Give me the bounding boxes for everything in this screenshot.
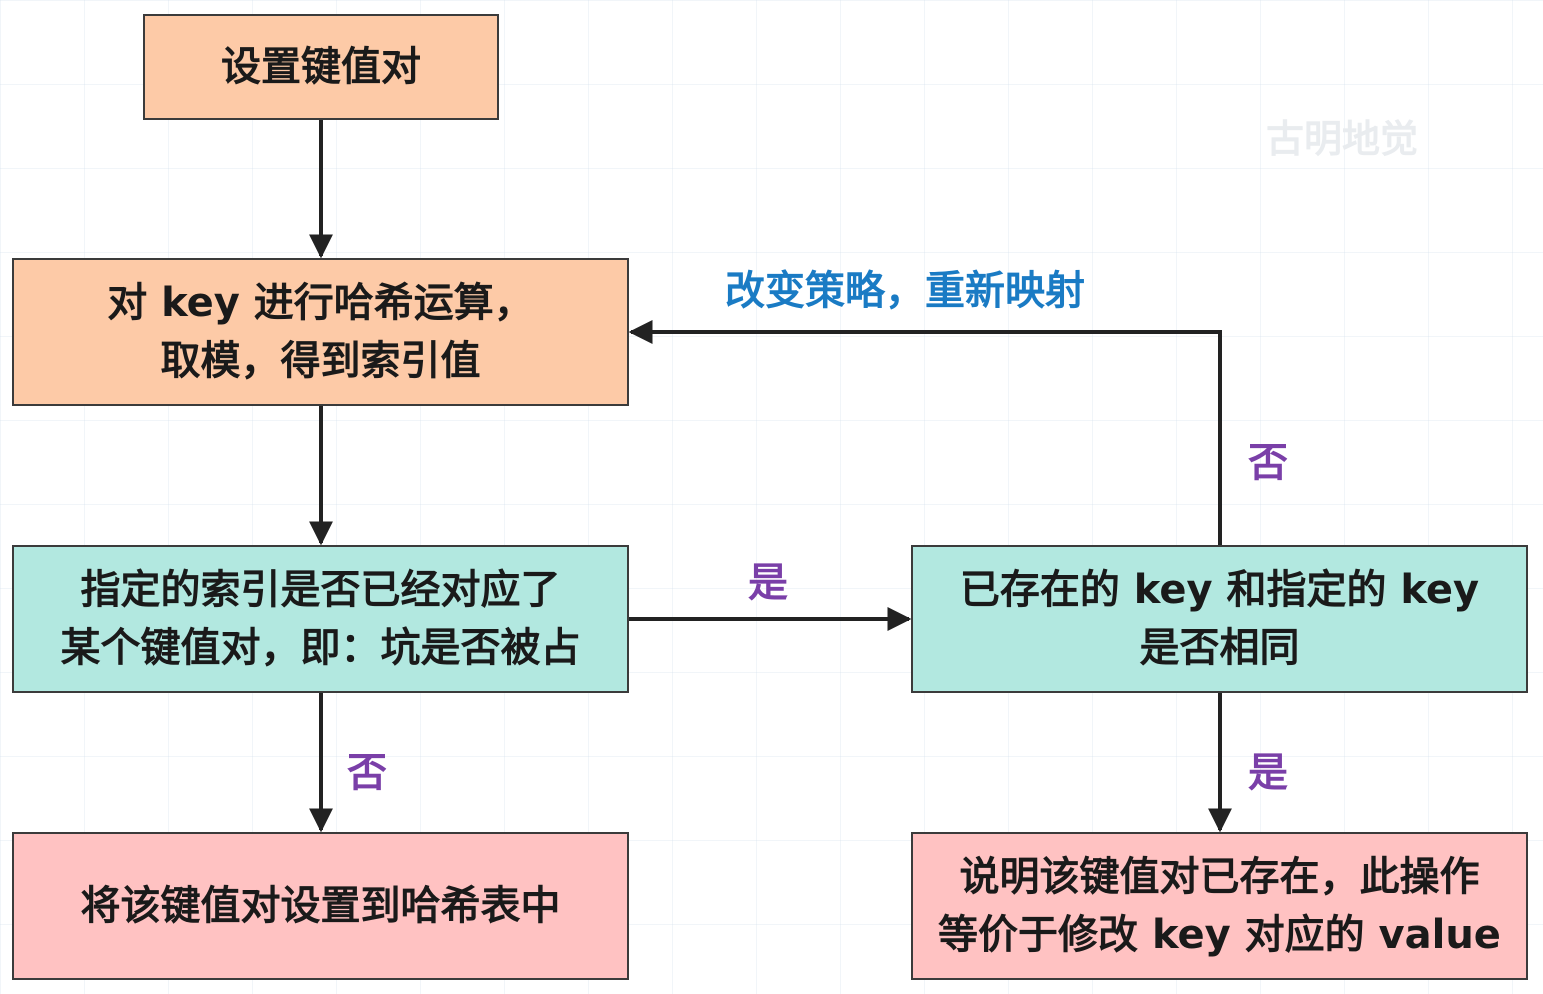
node-check-slot: 指定的索引是否已经对应了 某个键值对，即：坑是否被占 bbox=[12, 545, 629, 693]
node-insert-pair-line-1: 将该键值对设置到哈希表中 bbox=[80, 883, 561, 929]
node-update-value-line-2: 等价于修改 key 对应的 value bbox=[938, 912, 1501, 958]
node-hash-key-line-2: 取模，得到索引值 bbox=[160, 338, 481, 384]
node-same-key-line-1: 已存在的 key 和指定的 key bbox=[959, 567, 1480, 613]
edge-label-slot-yes: 是 bbox=[748, 560, 788, 606]
node-same-key: 已存在的 key 和指定的 key 是否相同 bbox=[911, 545, 1528, 693]
edge-label-same-yes: 是 bbox=[1248, 750, 1288, 796]
node-set-pair-line-1: 设置键值对 bbox=[221, 44, 421, 90]
node-insert-pair: 将该键值对设置到哈希表中 bbox=[12, 832, 629, 980]
node-update-value: 说明该键值对已存在，此操作 等价于修改 key 对应的 value bbox=[911, 832, 1528, 980]
node-hash-key: 对 key 进行哈希运算， 取模，得到索引值 bbox=[12, 258, 629, 406]
node-check-slot-line-2: 某个键值对，即：坑是否被占 bbox=[60, 625, 581, 671]
node-set-pair: 设置键值对 bbox=[143, 14, 499, 120]
edge-label-slot-no: 否 bbox=[347, 750, 387, 796]
node-same-key-line-2: 是否相同 bbox=[1139, 625, 1300, 671]
edge-label-same-no: 否 bbox=[1248, 440, 1288, 486]
edge-label-rehash: 改变策略，重新映射 bbox=[725, 268, 1085, 314]
arrow-same-to-hash bbox=[628, 320, 1222, 545]
node-check-slot-line-1: 指定的索引是否已经对应了 bbox=[80, 567, 561, 613]
node-update-value-line-1: 说明该键值对已存在，此操作 bbox=[959, 854, 1480, 900]
watermark: 古明地觉 bbox=[1266, 117, 1419, 161]
node-hash-key-line-1: 对 key 进行哈希运算， bbox=[107, 280, 534, 326]
